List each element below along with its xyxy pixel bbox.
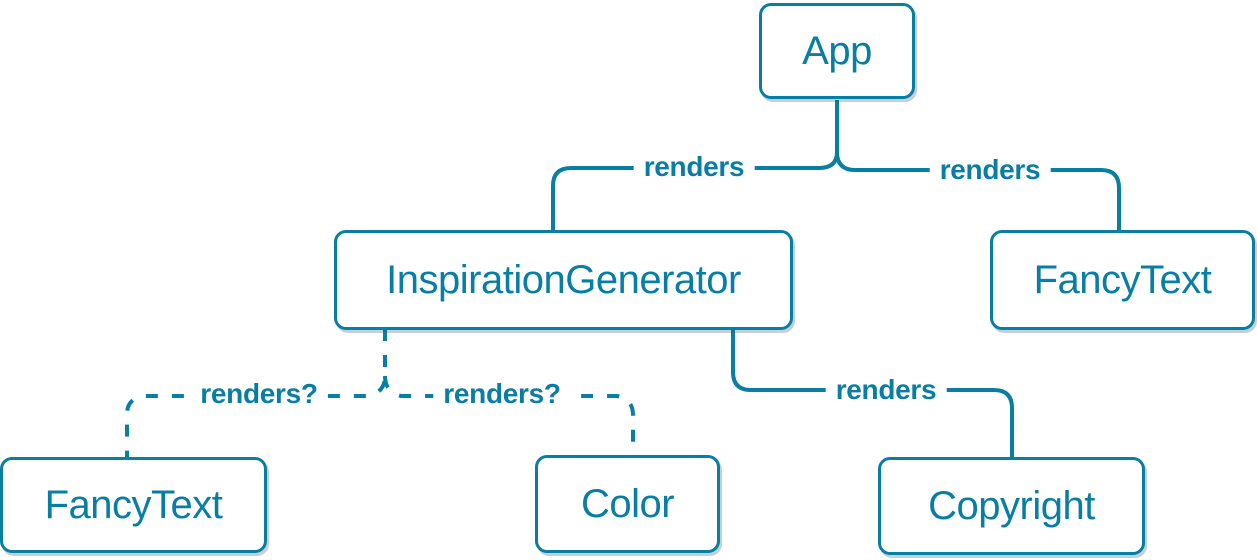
- edge-label-renders-left: renders: [633, 149, 755, 185]
- edge-label-renders-conditional-right: renders?: [433, 376, 571, 412]
- node-color: Color: [535, 455, 720, 553]
- node-copyright: Copyright: [878, 457, 1145, 555]
- node-inspiration-generator: InspirationGenerator: [334, 230, 793, 330]
- node-fancy-text-top-label: FancyText: [1033, 257, 1212, 302]
- edge-label-renders-right: renders: [929, 152, 1051, 188]
- node-color-label: Color: [580, 481, 675, 526]
- edge-label-renders-conditional-left: renders?: [190, 376, 328, 412]
- node-fancy-text-top: FancyText: [990, 230, 1255, 330]
- node-app: App: [759, 3, 915, 99]
- node-inspiration-generator-label: InspirationGenerator: [386, 257, 741, 302]
- node-fancy-text-bottom: FancyText: [0, 457, 267, 553]
- node-app-label: App: [802, 28, 872, 73]
- edge-inspirationgenerator-color-dashed: [383, 375, 635, 456]
- node-copyright-label: Copyright: [928, 483, 1095, 528]
- node-fancy-text-bottom-label: FancyText: [44, 482, 223, 527]
- edge-label-renders-copyright: renders: [825, 372, 947, 408]
